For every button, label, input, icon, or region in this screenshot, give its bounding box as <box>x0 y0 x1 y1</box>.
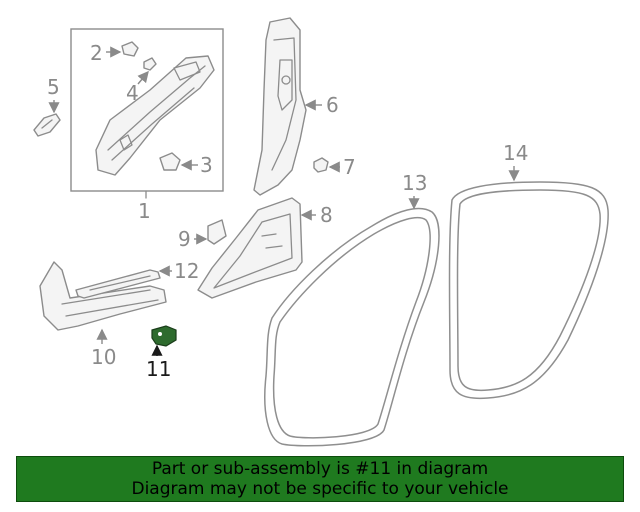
label-8: 8 <box>320 203 333 227</box>
disclaimer-banner: Part or sub-assembly is #11 in diagram D… <box>16 456 624 502</box>
part-1-a-pillar-trim-group <box>70 28 224 199</box>
part-12-scuff-plate <box>75 269 161 299</box>
banner-line-1: Part or sub-assembly is #11 in diagram <box>151 459 489 479</box>
part-11-clip-highlighted <box>151 325 177 347</box>
label-3: 3 <box>200 153 213 177</box>
label-7: 7 <box>343 155 356 179</box>
part-7-clip <box>313 157 329 173</box>
label-5: 5 <box>47 75 60 99</box>
label-4: 4 <box>126 81 139 105</box>
label-14: 14 <box>503 141 528 165</box>
part-8-b-pillar-lower-trim <box>197 197 303 299</box>
label-6: 6 <box>326 93 339 117</box>
label-11: 11 <box>146 357 171 381</box>
clip-2 <box>121 41 139 57</box>
label-2: 2 <box>90 41 103 65</box>
part-10-kick-panel <box>39 261 167 331</box>
label-12: 12 <box>174 259 199 283</box>
label-13: 13 <box>402 171 427 195</box>
part-13-front-door-seal <box>264 207 440 447</box>
part-1-callout-box <box>70 28 224 192</box>
clip-3 <box>159 152 181 171</box>
part-14-rear-door-seal <box>448 181 609 400</box>
part-9-clip <box>207 219 227 245</box>
part-6-b-pillar-upper-trim <box>253 17 307 196</box>
a-pillar-trim-panel <box>95 55 215 176</box>
label-9: 9 <box>178 227 191 251</box>
clip-4 <box>143 57 157 71</box>
label-10: 10 <box>91 345 116 369</box>
parts-diagram: 1 2 3 4 5 6 7 8 9 10 11 12 13 14 <box>33 17 609 447</box>
banner-line-2: Diagram may not be specific to your vehi… <box>131 479 509 499</box>
part-5-gasket <box>33 113 61 137</box>
label-1: 1 <box>138 199 151 223</box>
